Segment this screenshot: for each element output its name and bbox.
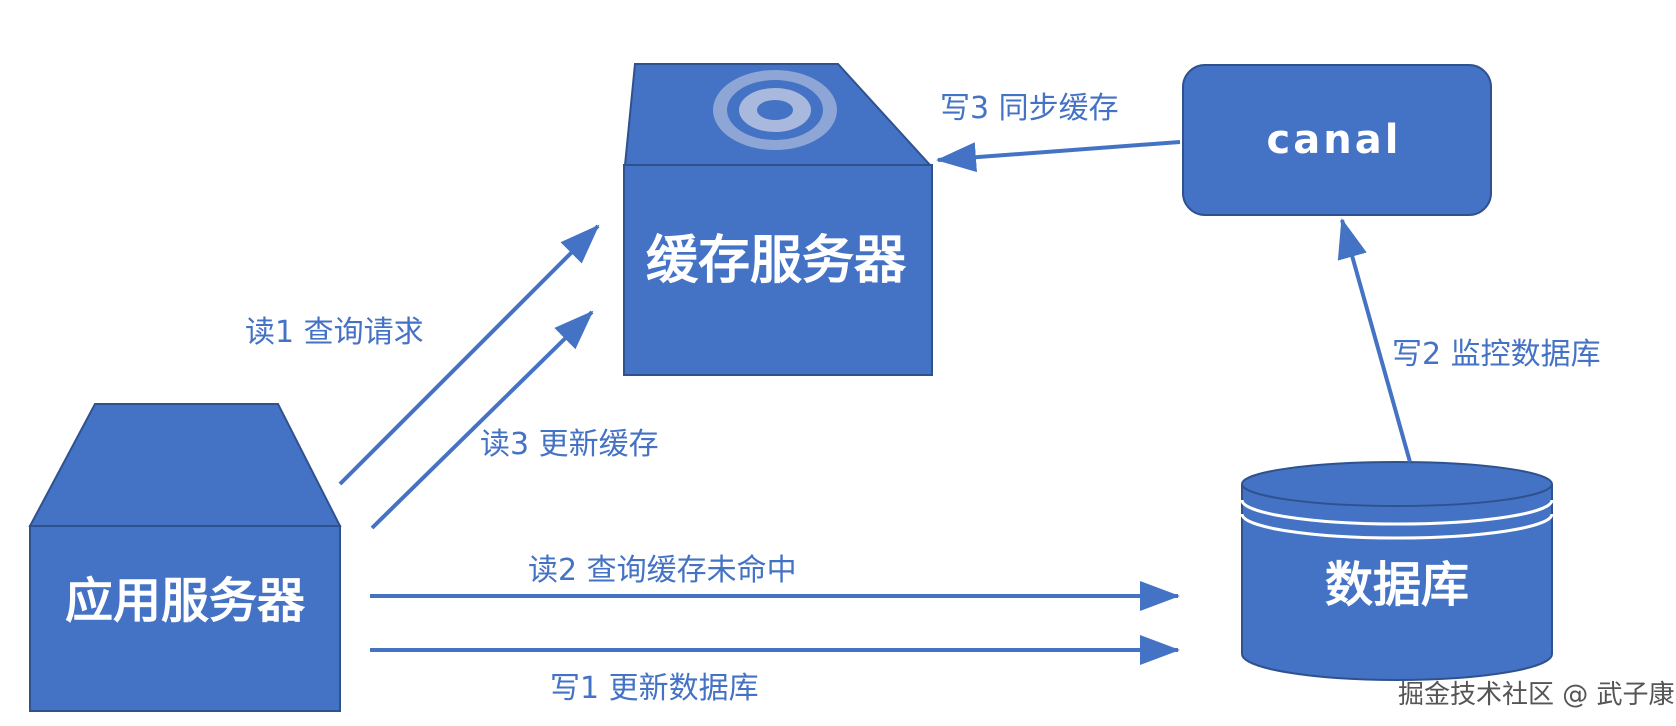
canal-node: canal	[1182, 64, 1492, 216]
edge-label-write2: 写2 监控数据库	[1392, 337, 1601, 372]
cache-server-node: 缓存服务器	[623, 63, 933, 376]
database-band-2	[1240, 513, 1554, 540]
canal-label: canal	[1267, 117, 1402, 163]
disc-icon	[713, 70, 837, 150]
watermark-text: 掘金技术社区 @ 武子康	[1398, 680, 1675, 710]
edge-label-read1: 读1 查询请求	[245, 315, 424, 350]
app-server-top	[28, 403, 342, 527]
edge-label-read3: 读3 更新缓存	[480, 427, 659, 462]
database-label: 数据库	[1325, 557, 1469, 613]
app-server-body	[29, 525, 341, 712]
app-server-label: 应用服务器	[65, 573, 306, 629]
database-top	[1241, 461, 1553, 507]
app-server-node: 应用服务器	[28, 403, 342, 712]
edge-label-write3: 写3 同步缓存	[940, 91, 1119, 126]
cache-server-label: 缓存服务器	[646, 231, 907, 291]
canal-box	[1182, 64, 1492, 216]
edge-write2	[1337, 218, 1412, 463]
cache-server-body	[623, 164, 933, 376]
edge-read3	[370, 310, 594, 530]
edge-read1	[338, 224, 600, 486]
edge-label-write1: 写1 更新数据库	[550, 671, 759, 706]
edge-label-read2: 读2 查询缓存未命中	[528, 553, 797, 588]
database-band-1	[1240, 499, 1554, 526]
database-node: 数据库	[1240, 461, 1554, 681]
edge-write3	[936, 140, 1181, 173]
